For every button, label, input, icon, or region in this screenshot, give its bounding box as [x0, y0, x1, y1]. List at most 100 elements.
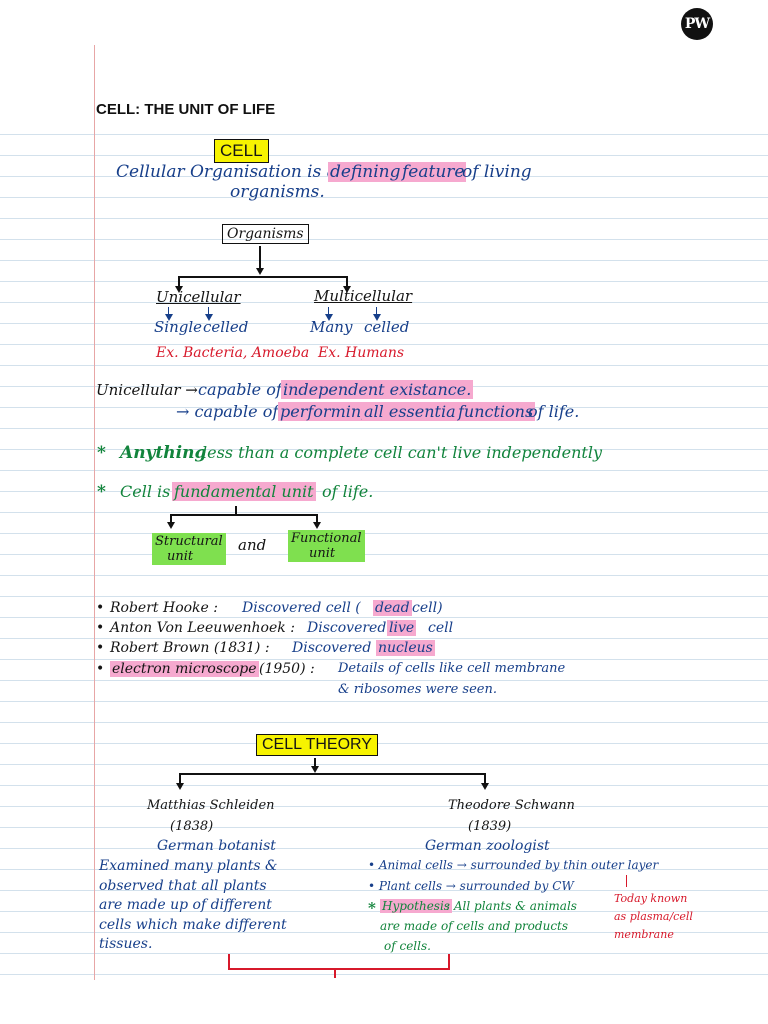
- discovery-brown-hl: nucleus: [376, 640, 435, 656]
- multi-arrow-2-head: [373, 314, 381, 321]
- theory-left-arrow: [176, 783, 184, 790]
- schleiden-line-3: are made up of different: [99, 897, 272, 913]
- side-note: Today known as plasma/cell membrane: [614, 890, 693, 944]
- unit-right-arrow: [313, 522, 321, 529]
- bracket-left: [228, 954, 230, 970]
- star-note-1-rest: less than a complete cell can't live ind…: [202, 443, 603, 462]
- pw-logo: PW: [681, 8, 713, 40]
- multi-arrow-2: [376, 307, 377, 316]
- intro-defining: defining: [328, 162, 403, 182]
- schwann-year: (1839): [468, 819, 512, 834]
- multicellular-label: Multicellular: [314, 287, 413, 305]
- star-icon-1: *: [97, 443, 106, 463]
- side-note-line-2: as plasma/cell: [614, 910, 693, 923]
- discovery-microscope-desc: Details of cells like cell membrane: [338, 661, 566, 676]
- discovery-microscope-hl: electron microscope: [110, 661, 259, 677]
- discovery-bullet-3: •: [96, 640, 105, 656]
- star-icon-2: *: [97, 482, 106, 502]
- uni-arrow-2: [208, 307, 209, 316]
- discovery-leeuwenhoek-hl: live: [387, 620, 417, 636]
- bracket-stem: [334, 968, 336, 978]
- schwann-point-1: • Animal cells → surrounded by thin oute…: [368, 858, 659, 872]
- discovery-bullet-4: •: [96, 661, 105, 677]
- page-header-area: [0, 0, 768, 112]
- functional-unit-badge: Functional unit: [288, 530, 365, 562]
- cell-heading: CELL: [214, 139, 269, 163]
- unit-and: and: [238, 536, 267, 554]
- discovery-brown: Robert Brown (1831) :: [110, 640, 270, 656]
- tree-left-drop: [178, 276, 180, 288]
- schwann-role: German zoologist: [425, 838, 550, 854]
- unit-branch-left: [170, 514, 172, 524]
- unit-left-arrow: [167, 522, 175, 529]
- schleiden-text: Examined many plants & observed that all…: [99, 857, 287, 955]
- bracket-bar: [228, 968, 450, 970]
- margin-line: [94, 45, 95, 980]
- unit-branch-bar: [170, 514, 318, 516]
- tree-stem: [259, 246, 261, 270]
- uni-arrow-1: [168, 307, 169, 316]
- uninote-all-essential: all essential: [362, 402, 463, 421]
- intro-feature: feature: [400, 162, 467, 182]
- uninote-of-life: of life.: [528, 402, 580, 421]
- uni-arrow-1-head: [165, 314, 173, 321]
- uninote-functions: functions: [456, 402, 536, 421]
- schwann-name: Theodore Schwann: [448, 798, 575, 813]
- intro-part5: organisms.: [230, 182, 325, 202]
- discovery-bullet-1: •: [96, 600, 105, 616]
- organisms-box: Organisms: [222, 224, 309, 244]
- star-note-cell-is: Cell is: [120, 482, 171, 501]
- uninote-capable-of: capable of: [198, 380, 282, 399]
- multi-arrow-1: [328, 307, 329, 316]
- theory-stem: [314, 758, 316, 770]
- cell-theory-heading: CELL THEORY: [256, 734, 378, 756]
- schwann-star-icon: *: [368, 899, 376, 917]
- discovery-hooke: Robert Hooke :: [110, 600, 218, 616]
- theory-right-drop: [484, 773, 486, 785]
- schwann-hypothesis-line-3: of cells.: [384, 939, 431, 953]
- uninote-capable-of-2: → capable of: [176, 402, 279, 421]
- schleiden-year: (1838): [170, 819, 214, 834]
- star-note-of-life: of life.: [322, 482, 374, 501]
- tree-right-arrow: [343, 286, 351, 293]
- theory-right-arrow: [481, 783, 489, 790]
- star-note-fundamental: fundamental unit: [172, 482, 316, 501]
- discovery-hooke-end: cell): [412, 600, 443, 616]
- schleiden-role: German botanist: [157, 838, 276, 854]
- intro-part4: of living: [462, 162, 532, 182]
- theory-stem-arrow: [311, 766, 319, 773]
- theory-left-drop: [179, 773, 181, 785]
- structural-line-2: unit: [167, 549, 194, 564]
- tree-right-drop: [346, 276, 348, 288]
- discovery-hooke-desc: Discovered cell (: [242, 600, 361, 616]
- schwann-hypothesis-text: : All plants & animals: [446, 899, 577, 913]
- side-note-line-1: Today known: [614, 892, 688, 905]
- star-note-anything: Anything: [120, 443, 207, 463]
- page-title: CELL: THE UNIT OF LIFE: [96, 101, 276, 118]
- uni-single: Single: [154, 318, 203, 336]
- multi-celled: celled: [364, 318, 410, 336]
- uni-arrow-2-head: [205, 314, 213, 321]
- uni-celled: celled: [203, 318, 249, 336]
- schwann-point-2: • Plant cells → surrounded by CW: [368, 879, 574, 893]
- structural-unit-badge: Structural unit: [152, 533, 226, 565]
- schleiden-line-5: tissues.: [99, 936, 153, 952]
- discovery-hooke-hl: dead: [373, 600, 412, 616]
- unicellular-label: Unicellular: [156, 288, 241, 306]
- theory-bar: [179, 773, 486, 775]
- unit-branch-stem: [235, 506, 237, 516]
- side-note-arrow: [626, 875, 627, 887]
- functional-line-2: unit: [309, 546, 336, 561]
- discovery-microscope-year: (1950) :: [259, 661, 315, 677]
- page-footer-area: [0, 980, 768, 1024]
- uni-example: Ex. Bacteria, Amoeba: [156, 345, 310, 361]
- bracket-right: [448, 954, 450, 970]
- schwann-hypothesis-line-2: are made of cells and products: [380, 919, 569, 933]
- schleiden-line-4: cells which make different: [99, 916, 287, 933]
- schleiden-line-1: Examined many plants &: [99, 858, 278, 874]
- discovery-leeuwenhoek-desc: Discovered: [307, 620, 387, 636]
- multi-many: Many: [310, 318, 353, 336]
- tree-stem-arrow: [256, 268, 264, 275]
- intro-part1: Cellular Organisation is a: [116, 162, 337, 182]
- discovery-leeuwenhoek-end: cell: [428, 620, 454, 636]
